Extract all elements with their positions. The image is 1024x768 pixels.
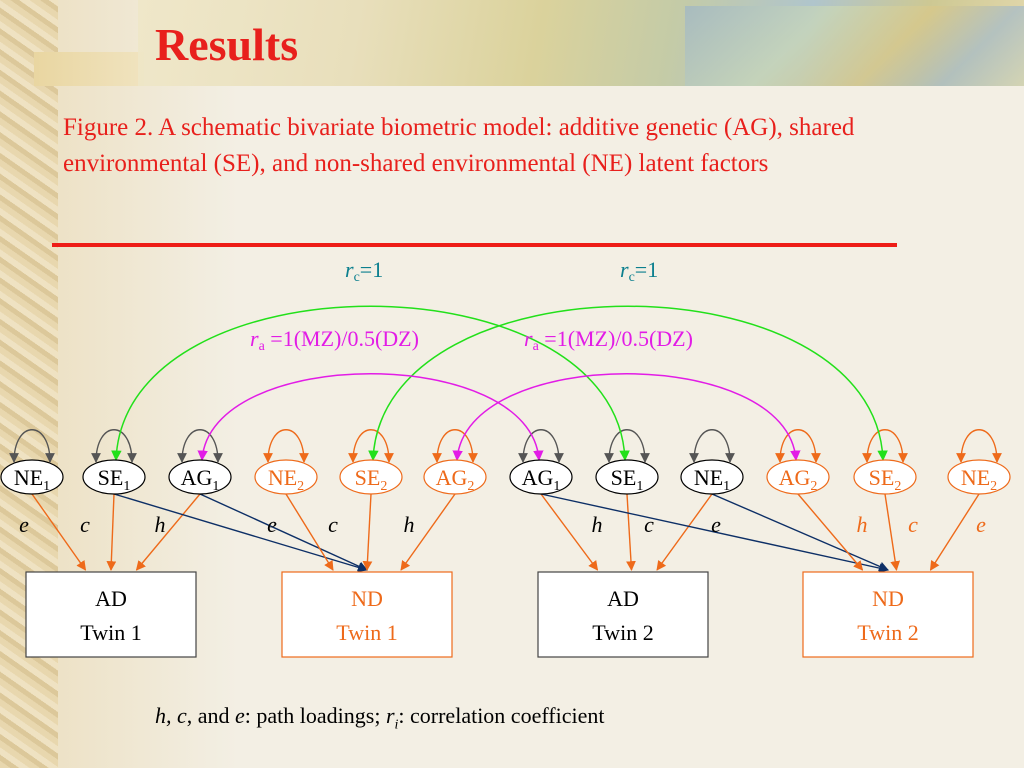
variance-loop xyxy=(518,429,564,463)
factor-node xyxy=(509,459,573,495)
path-loading-label: c xyxy=(644,512,654,537)
outcome-label: ND xyxy=(872,586,904,611)
cross-trait-path xyxy=(711,493,889,572)
path-loading-label: e xyxy=(976,512,986,537)
outcome-label: AD xyxy=(607,586,639,611)
variance-loop xyxy=(91,429,137,463)
loading-path xyxy=(362,493,373,571)
path-loading-label: e xyxy=(711,512,721,537)
slide-title: Results xyxy=(155,19,299,70)
variance-loop xyxy=(263,429,309,463)
path-loading-label: h xyxy=(155,512,166,537)
factor-node xyxy=(766,459,830,495)
outcome-label: ND xyxy=(351,586,383,611)
variance-loop xyxy=(604,429,650,463)
outcome-box xyxy=(281,571,453,658)
variance-loop xyxy=(956,429,1002,463)
factor-label: SE1 xyxy=(611,465,644,494)
loading-path xyxy=(884,493,901,571)
footnote-r: r xyxy=(385,703,395,728)
background-image-block xyxy=(685,6,1024,86)
loading-path xyxy=(656,493,713,571)
factor-label: NE1 xyxy=(14,465,50,494)
outcome-twin-label: Twin 2 xyxy=(857,620,918,645)
ra-label-twin1: ra =1(MZ)/0.5(DZ) xyxy=(250,326,419,354)
factor-label: NE1 xyxy=(694,465,730,494)
outcome-box xyxy=(802,571,974,658)
variance-loop xyxy=(177,429,223,463)
footnote-e: e xyxy=(235,703,245,728)
variance-loop xyxy=(862,429,908,463)
path-loading-label: h xyxy=(592,512,603,537)
loading-path xyxy=(626,493,636,571)
variance-loop xyxy=(432,429,478,463)
rc-label-twin1: rc=1 xyxy=(345,257,383,285)
outcome-box xyxy=(25,571,197,658)
loading-path xyxy=(540,493,599,571)
path-loading-label: c xyxy=(80,512,90,537)
loading-path xyxy=(106,493,117,571)
factor-label: SE1 xyxy=(98,465,131,494)
loading-path xyxy=(929,493,980,571)
variance-loop xyxy=(775,429,821,463)
cross-trait-path xyxy=(199,493,368,571)
background-strip xyxy=(34,52,144,86)
loading-path xyxy=(31,493,87,571)
ra-label-twin2: ra =1(MZ)/0.5(DZ) xyxy=(524,326,693,354)
path-loading-label: e xyxy=(267,512,277,537)
variance-loop xyxy=(689,429,735,463)
outcome-twin-label: Twin 1 xyxy=(336,620,397,645)
outcome-label: AD xyxy=(95,586,127,611)
footnote-and: , and xyxy=(186,703,236,728)
factor-node xyxy=(254,459,318,495)
outcome-twin-label: Twin 2 xyxy=(592,620,653,645)
path-loading-label: c xyxy=(328,512,338,537)
figure-caption: Figure 2. A schematic bivariate biometri… xyxy=(63,114,855,177)
footnote-correlation: : correlation coefficient xyxy=(398,703,605,728)
factor-label: AG2 xyxy=(436,465,475,494)
footnote-hc: h, c xyxy=(155,703,187,728)
factor-label: AG1 xyxy=(522,465,561,494)
ra-correlation-arc xyxy=(452,373,801,462)
variance-loop xyxy=(348,429,394,463)
path-loading-label: e xyxy=(19,512,29,537)
outcome-twin-label: Twin 1 xyxy=(80,620,141,645)
factor-node xyxy=(168,459,232,495)
factor-node xyxy=(947,459,1011,495)
factor-label: NE2 xyxy=(268,465,304,494)
factor-node xyxy=(339,459,403,495)
title-divider xyxy=(52,243,897,247)
path-loading-label: h xyxy=(857,512,868,537)
path-loading-label: c xyxy=(908,512,918,537)
factor-node xyxy=(82,459,146,495)
cross-trait-path xyxy=(540,493,889,573)
loading-path xyxy=(285,493,334,571)
factor-label: AG1 xyxy=(181,465,220,494)
factor-node xyxy=(423,459,487,495)
factor-node xyxy=(680,459,744,495)
factor-label: SE2 xyxy=(869,465,902,494)
path-loading-label: h xyxy=(404,512,415,537)
factor-node xyxy=(853,459,917,495)
loading-path xyxy=(400,493,456,571)
ra-correlation-arc xyxy=(197,373,544,462)
factor-node xyxy=(595,459,659,495)
loading-path xyxy=(797,493,864,571)
factor-label: SE2 xyxy=(355,465,388,494)
footnote: h, c, and e: path loadings; ri: correlat… xyxy=(155,703,604,733)
rc-correlation-arc xyxy=(368,305,888,462)
footnote-path-loadings: : path loadings; xyxy=(244,703,386,728)
rc-label-twin2: rc=1 xyxy=(620,257,658,285)
outcome-box xyxy=(537,571,709,658)
loading-path xyxy=(135,493,201,571)
variance-loop xyxy=(9,429,55,463)
factor-label: AG2 xyxy=(779,465,818,494)
factor-node xyxy=(0,459,64,495)
footnote-r-subscript: i xyxy=(394,717,399,733)
factor-label: NE2 xyxy=(961,465,997,494)
rc-correlation-arc xyxy=(111,305,630,462)
